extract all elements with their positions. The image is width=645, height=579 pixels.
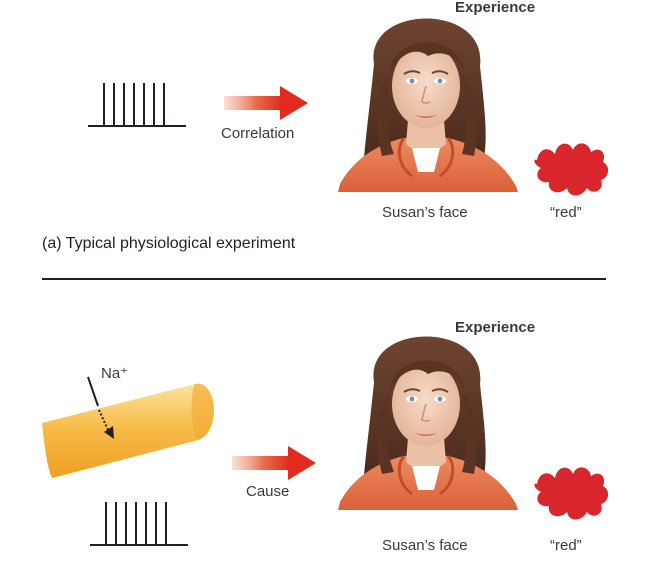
panel-b-arrow-label: Cause (246, 483, 290, 500)
panel-a-spike-train-icon (87, 82, 187, 127)
panel-a-arrow-right-icon (224, 86, 308, 120)
panel-a-face-illustration (336, 17, 520, 194)
panel-a-color-label: “red” (550, 204, 582, 221)
panel-a-face-label: Susan’s face (382, 204, 468, 221)
panel-b-face-illustration (336, 335, 520, 512)
panel-b-red-blob-icon (534, 467, 609, 520)
panel-b-ion-flow-arrow-icon (87, 376, 114, 439)
panel-a-caption: (a) Typical physiological experiment (42, 235, 296, 252)
panel-b-face-label: Susan’s face (382, 537, 468, 554)
panel-a-heading: Experience (455, 0, 536, 16)
panel-a-arrow-label: Correlation (221, 125, 295, 142)
panel-b-color-label: “red” (550, 537, 582, 554)
panel-b-spike-train-icon (89, 501, 189, 546)
panel-divider (42, 278, 606, 280)
panel-b-arrow-right-icon (232, 446, 316, 480)
panel-b-axon-icon (42, 383, 214, 478)
panel-a-red-blob-icon (534, 143, 609, 196)
panel-b-ion-label: Na⁺ (101, 365, 129, 382)
panel-b-heading: Experience (455, 319, 536, 336)
